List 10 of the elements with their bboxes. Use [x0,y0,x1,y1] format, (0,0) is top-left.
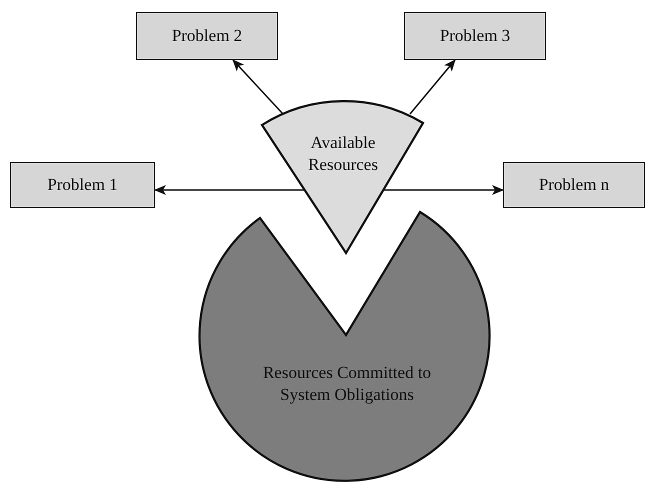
problem-box: Problem 2 [136,12,278,60]
arrow [232,59,284,114]
problem-box: Problem 3 [404,12,546,60]
arrow [154,185,305,195]
shape-label: Available Resources [307,132,379,176]
shape-label: Resources Committed to System Obligations [262,362,432,406]
problem-box: Problem n [503,162,645,208]
problem-box: Problem 1 [10,162,155,208]
arrow [383,185,504,195]
arrow [409,59,456,114]
